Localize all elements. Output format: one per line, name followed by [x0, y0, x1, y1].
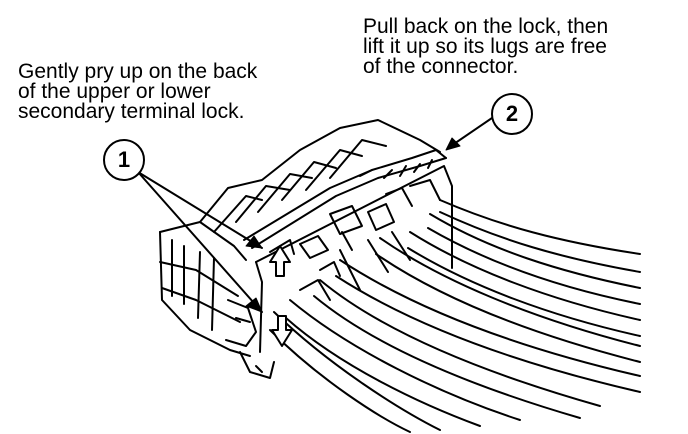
- caption-line: Pull back on the lock, then: [363, 15, 609, 38]
- arrowheads: [245, 137, 461, 313]
- wire-harness: [269, 199, 641, 433]
- callout-2-badge: 2: [491, 93, 533, 135]
- caption-line: secondary terminal lock.: [18, 100, 245, 123]
- secondary-terminal-lock-strip: [243, 149, 447, 255]
- callout-1-badge: 1: [103, 139, 145, 181]
- leader-lines: [137, 117, 493, 313]
- caption-pull-back-instruction: Pull back on the lock, then lift it up s…: [363, 15, 609, 78]
- connector-body: [159, 119, 441, 379]
- caption-line: lift it up so its lugs are free: [363, 35, 607, 58]
- pry-arrows: [269, 245, 293, 347]
- caption-pry-instruction: Gently pry up on the back of the upper o…: [18, 60, 258, 123]
- caption-line: Gently pry up on the back: [18, 60, 258, 83]
- connector-front-face: [255, 165, 453, 353]
- caption-line: of the connector.: [363, 55, 519, 78]
- caption-line: of the upper or lower: [18, 80, 211, 103]
